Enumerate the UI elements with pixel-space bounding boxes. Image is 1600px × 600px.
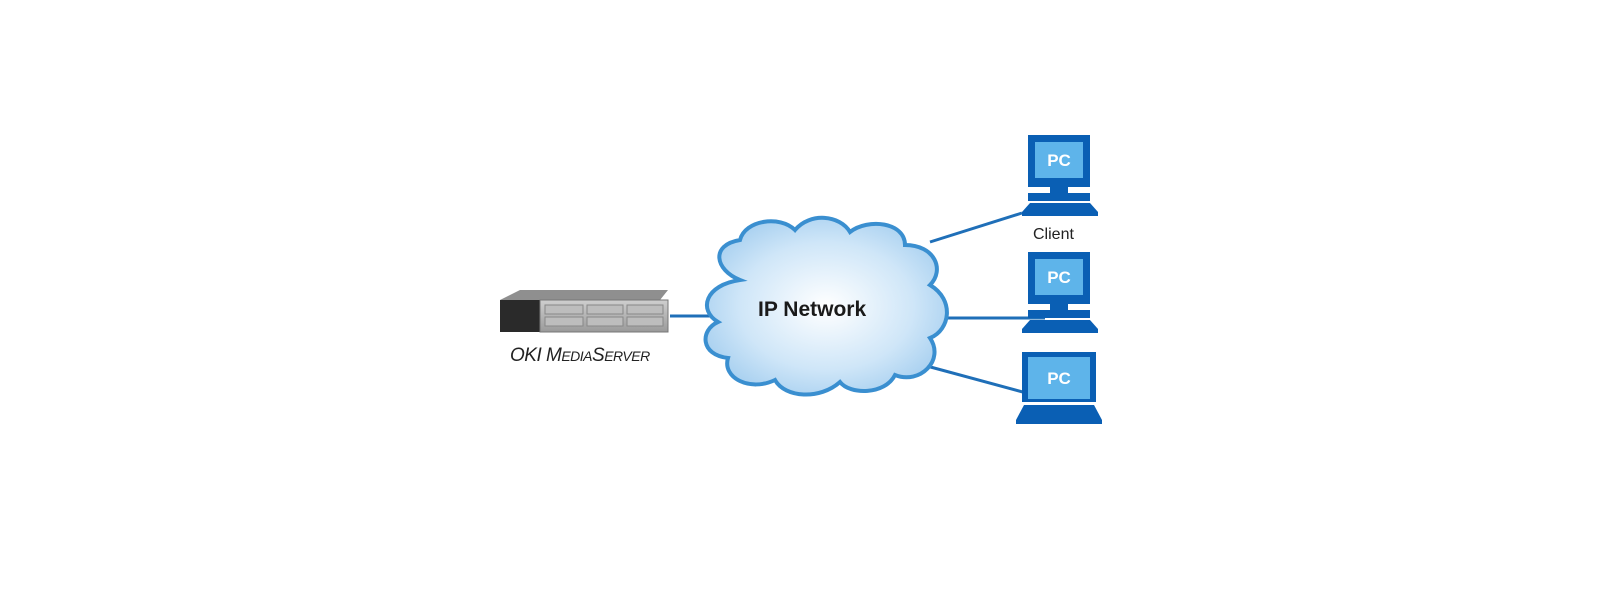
pc-screen-text: PC [1047,268,1071,287]
client-label: Client [1033,226,1074,243]
server-icon [500,290,669,333]
link-network-client-1 [929,211,1023,244]
pc-laptop-icon: PC [1016,352,1102,424]
network-label: IP Network [758,298,867,321]
cloud-icon [703,215,949,397]
pc-screen-text: PC [1047,151,1071,170]
server-label: OKI MEDIASERVER [510,345,650,366]
pc-desktop-icon: PC [1022,252,1098,333]
pc-screen-text: PC [1047,369,1071,388]
pc-desktop-icon: PC [1022,135,1098,216]
